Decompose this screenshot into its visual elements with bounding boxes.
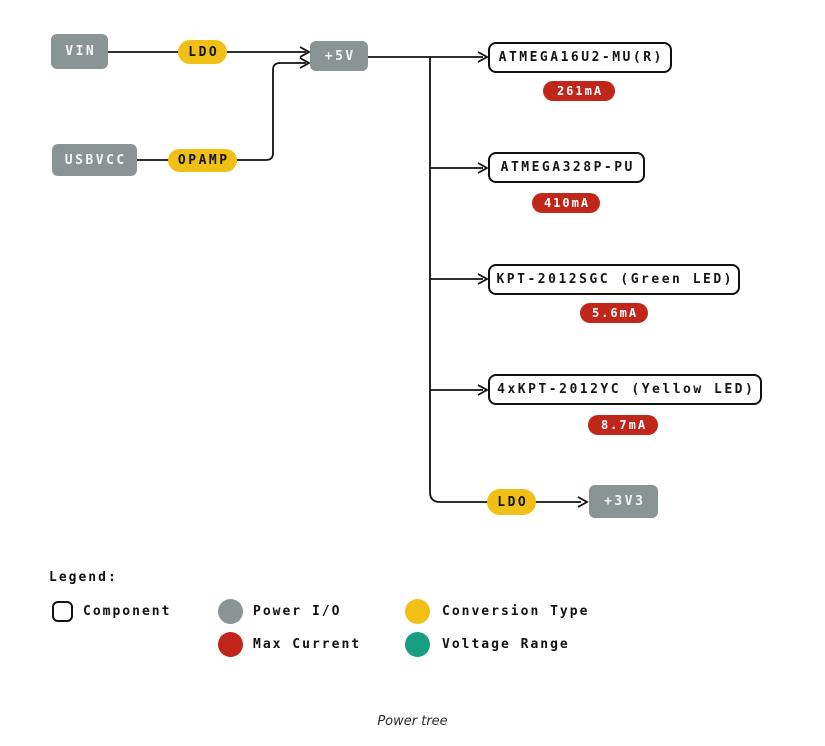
figure-caption: Power tree bbox=[377, 714, 448, 729]
legend-title: Legend: bbox=[49, 570, 118, 585]
current-badge-atmega328p: 410mA bbox=[532, 193, 600, 213]
node-vin: VIN bbox=[51, 34, 108, 69]
legend-power-io-label: Power I/O bbox=[253, 604, 342, 619]
component-kpt-yellow-led: 4xKPT-2012YC (Yellow LED) bbox=[488, 374, 762, 405]
legend-conversion-type-label: Conversion Type bbox=[442, 604, 590, 619]
current-badge-kpt-green-led: 5.6mA bbox=[580, 303, 648, 323]
node-opamp: OPAMP bbox=[168, 149, 237, 172]
component-atmega16u2: ATMEGA16U2-MU(R) bbox=[488, 42, 672, 73]
node-ldo-input: LDO bbox=[178, 40, 227, 64]
component-kpt-green-led: KPT-2012SGC (Green LED) bbox=[488, 264, 740, 295]
node-usbvcc: USBVCC bbox=[52, 144, 137, 176]
node-ldo-3v3: LDO bbox=[487, 489, 536, 515]
legend-max-current-label: Max Current bbox=[253, 637, 362, 652]
legend-conversion-type-swatch bbox=[405, 599, 430, 624]
legend-voltage-range-swatch bbox=[405, 632, 430, 657]
node-3v3-rail: +3V3 bbox=[589, 485, 658, 518]
current-badge-kpt-yellow-led: 8.7mA bbox=[588, 415, 658, 435]
legend-component-swatch bbox=[52, 601, 73, 622]
component-atmega328p: ATMEGA328P-PU bbox=[488, 152, 645, 183]
node-5v-rail: +5V bbox=[310, 41, 368, 71]
legend-max-current-swatch bbox=[218, 632, 243, 657]
legend-power-io-swatch bbox=[218, 599, 243, 624]
current-badge-atmega16u2: 261mA bbox=[543, 81, 615, 101]
legend-voltage-range-label: Voltage Range bbox=[442, 637, 570, 652]
legend-component-label: Component bbox=[83, 604, 172, 619]
